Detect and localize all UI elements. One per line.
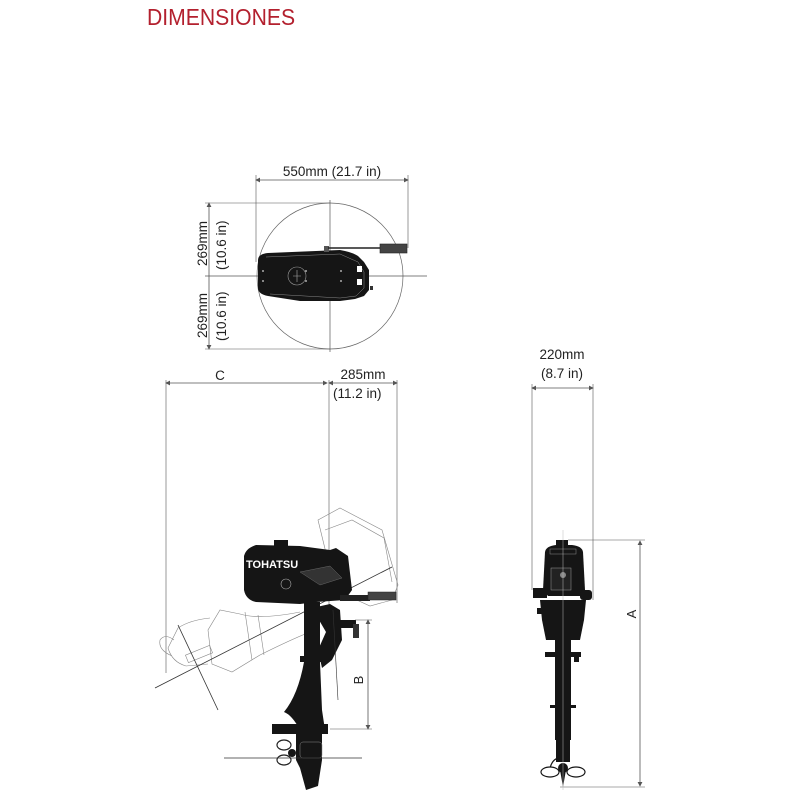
top-view: 550mm (21.7 in) 269mm (10.6 in) 269mm (1… xyxy=(195,164,427,352)
tilt-mm: 285mm xyxy=(340,367,385,382)
lower-half-mm: 269mm xyxy=(195,293,210,338)
rear-view: 220mm (8.7 in) A xyxy=(531,347,645,790)
upper-half-in: (10.6 in) xyxy=(214,220,229,270)
side-view: C 285mm (11.2 in) TOHATSU xyxy=(154,367,399,790)
page-title: DIMENSIONES xyxy=(147,4,296,30)
upper-half-mm: 269mm xyxy=(195,221,210,266)
lower-half-in: (10.6 in) xyxy=(214,291,229,341)
top-width-label: 550mm (21.7 in) xyxy=(283,164,381,179)
rear-width-in: (8.7 in) xyxy=(541,366,583,381)
c-label: C xyxy=(215,368,225,383)
tilt-in: (11.2 in) xyxy=(333,386,382,401)
rear-width-mm: 220mm xyxy=(539,347,584,362)
a-label: A xyxy=(624,609,639,618)
brand-logo: TOHATSU xyxy=(246,559,298,571)
b-label: B xyxy=(351,676,366,685)
